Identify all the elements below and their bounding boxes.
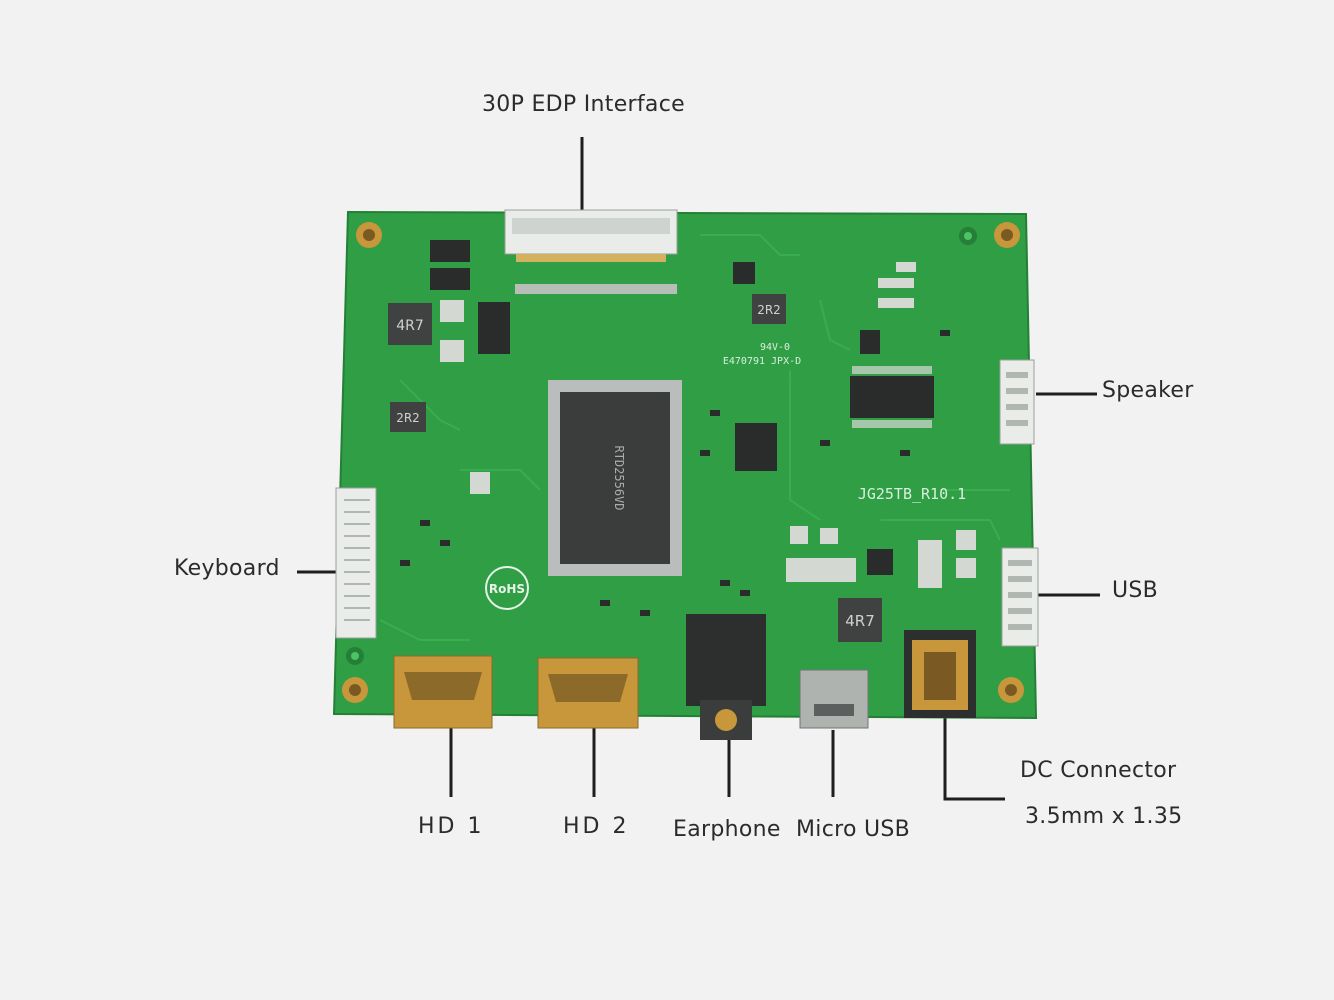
- label-keyboard: Keyboard: [174, 556, 280, 581]
- traces: [379, 234, 1010, 641]
- inductor-3-text: 2R2: [757, 303, 781, 317]
- inductor-1-text: 4R7: [396, 318, 424, 334]
- ic-pins: [852, 366, 932, 428]
- label-dc-size: 3.5mm x 1.35: [1025, 804, 1183, 829]
- inductors: 4R7 2R2 2R2 4R7: [388, 294, 882, 642]
- pin-header-row: [515, 284, 677, 294]
- inductor-4-text: 4R7: [845, 612, 875, 630]
- leader-lines: [297, 137, 1100, 801]
- main-chip: RTD2556VD: [548, 380, 682, 576]
- edp-connector: [504, 209, 678, 262]
- silkscreen-model: JG25TB_R10.1: [858, 485, 966, 503]
- earphone-jack: [686, 614, 766, 740]
- label-dc-connector: DC Connector: [1020, 758, 1177, 783]
- small-components: [440, 262, 976, 588]
- mounting-holes: [342, 222, 1024, 703]
- hdmi-port-1: [393, 655, 493, 729]
- tiny-parts: [400, 330, 950, 616]
- speaker-connector: [999, 359, 1035, 445]
- rohs-text: RoHS: [489, 582, 525, 596]
- micro-usb-port: [799, 669, 869, 729]
- label-edp-interface: 30P EDP Interface: [482, 92, 685, 117]
- usb-connector: [1001, 547, 1039, 647]
- hdmi-port-2: [537, 657, 639, 729]
- leader-dc: [943, 718, 1005, 801]
- label-earphone: Earphone: [673, 817, 781, 842]
- label-hd1: HD 1: [418, 814, 485, 839]
- board-code-text: E470791 JPX-D: [723, 356, 801, 367]
- keyboard-connector: [335, 487, 377, 639]
- label-micro-usb: Micro USB: [796, 817, 911, 842]
- label-speaker: Speaker: [1102, 378, 1194, 403]
- label-hd2: HD 2: [563, 814, 630, 839]
- rohs-mark: RoHS: [485, 566, 529, 610]
- label-usb: USB: [1112, 578, 1159, 603]
- inductor-2-text: 2R2: [396, 411, 420, 425]
- chip-marking-text: RTD2556VD: [612, 445, 626, 510]
- dc-jack: [904, 630, 976, 718]
- small-ics: [430, 240, 934, 575]
- rating-text: 94V-0: [760, 342, 790, 353]
